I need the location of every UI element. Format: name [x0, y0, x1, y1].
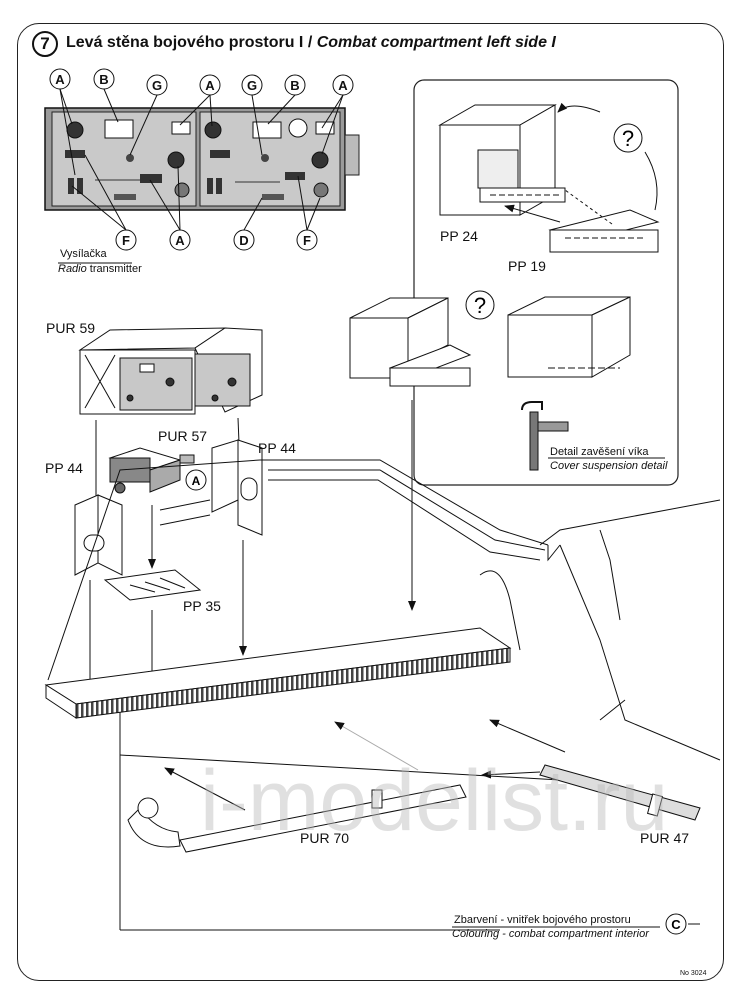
long-shelf-drawing [44, 627, 512, 719]
radio-caption-en-italic: Radio [58, 263, 87, 275]
callout-a-4: A [175, 233, 185, 248]
pur70-pipe-drawing [127, 784, 467, 853]
title-separator: / [303, 34, 317, 51]
pur59-unit-drawing [78, 327, 263, 415]
cover-suspension-detail-icon [521, 401, 569, 471]
inset-box [413, 79, 679, 486]
callout-a-1: A [55, 72, 65, 87]
callout-b-1: B [99, 72, 108, 87]
callout-d-1: D [239, 233, 248, 248]
catalog-number: No 3024 [680, 970, 707, 977]
callout-b-2: B [290, 78, 299, 93]
radio-caption-en-rest: transmitter [86, 263, 142, 275]
step-frame [17, 23, 724, 981]
label-pp44-left: PP 44 [45, 460, 83, 476]
radio-callout-letters: A B G A G B A F A D F [55, 72, 348, 248]
cover-box-open-drawing [349, 290, 495, 387]
watermark-text: i-modelist.ru [200, 753, 668, 849]
detail-caption-cz: Detail zavěšení víka [550, 446, 649, 458]
label-pur59: PUR 59 [46, 320, 96, 336]
callout-a-3: A [338, 78, 348, 93]
label-pur57: PUR 57 [158, 428, 208, 444]
title-en: Combat compartment left side I [316, 34, 556, 51]
cover-box-closed-drawing [507, 296, 631, 378]
radio-callouts [49, 68, 354, 251]
callout-a-2: A [205, 78, 215, 93]
radio-transmitter-drawing [44, 107, 360, 211]
label-pp24: PP 24 [440, 228, 478, 244]
colouring-caption-cz: Zbarvení - vnitřek bojového prostoru [454, 914, 631, 926]
question-mark-mid: ? [474, 293, 486, 318]
detail-caption-en-text: Cover suspension detail [550, 460, 668, 472]
title-cz: Levá stěna bojového prostoru I [66, 34, 304, 51]
pp24-box-drawing [438, 104, 643, 216]
radio-caption-cz: Vysílačka [60, 248, 107, 260]
pur57-part-drawing [108, 447, 207, 494]
pp35-plate-drawing [103, 569, 202, 601]
colouring-caption-en-text: Colouring - combat compartment interior [452, 928, 649, 940]
radio-callout-lines [59, 88, 344, 231]
colouring-caption-en: Colouring - combat compartment interior [452, 928, 649, 940]
label-pp19: PP 19 [508, 258, 546, 274]
callout-f-1: F [122, 233, 130, 248]
colour-code: C [671, 917, 681, 932]
detail-caption-en: Cover suspension detail [550, 460, 667, 472]
step-number: 7 [32, 31, 58, 57]
step-title: Levá stěna bojového prostoru I / Combat … [66, 34, 556, 52]
callout-a-pur57: A [192, 474, 201, 488]
label-pp35: PP 35 [183, 598, 221, 614]
question-mark-top: ? [622, 126, 634, 151]
pp44-left-drawing [74, 494, 123, 576]
label-pur47: PUR 47 [640, 830, 690, 846]
radio-caption-en: Radio transmitter [58, 263, 142, 275]
callout-g-1: G [152, 78, 162, 93]
pp19-part-drawing [548, 209, 660, 253]
pur47-pipe-drawing [539, 764, 701, 821]
callout-g-2: G [247, 78, 257, 93]
pp44-right-drawing [211, 439, 263, 536]
label-pur70: PUR 70 [300, 830, 350, 846]
label-pp44-right: PP 44 [258, 440, 296, 456]
callout-f-2: F [303, 233, 311, 248]
